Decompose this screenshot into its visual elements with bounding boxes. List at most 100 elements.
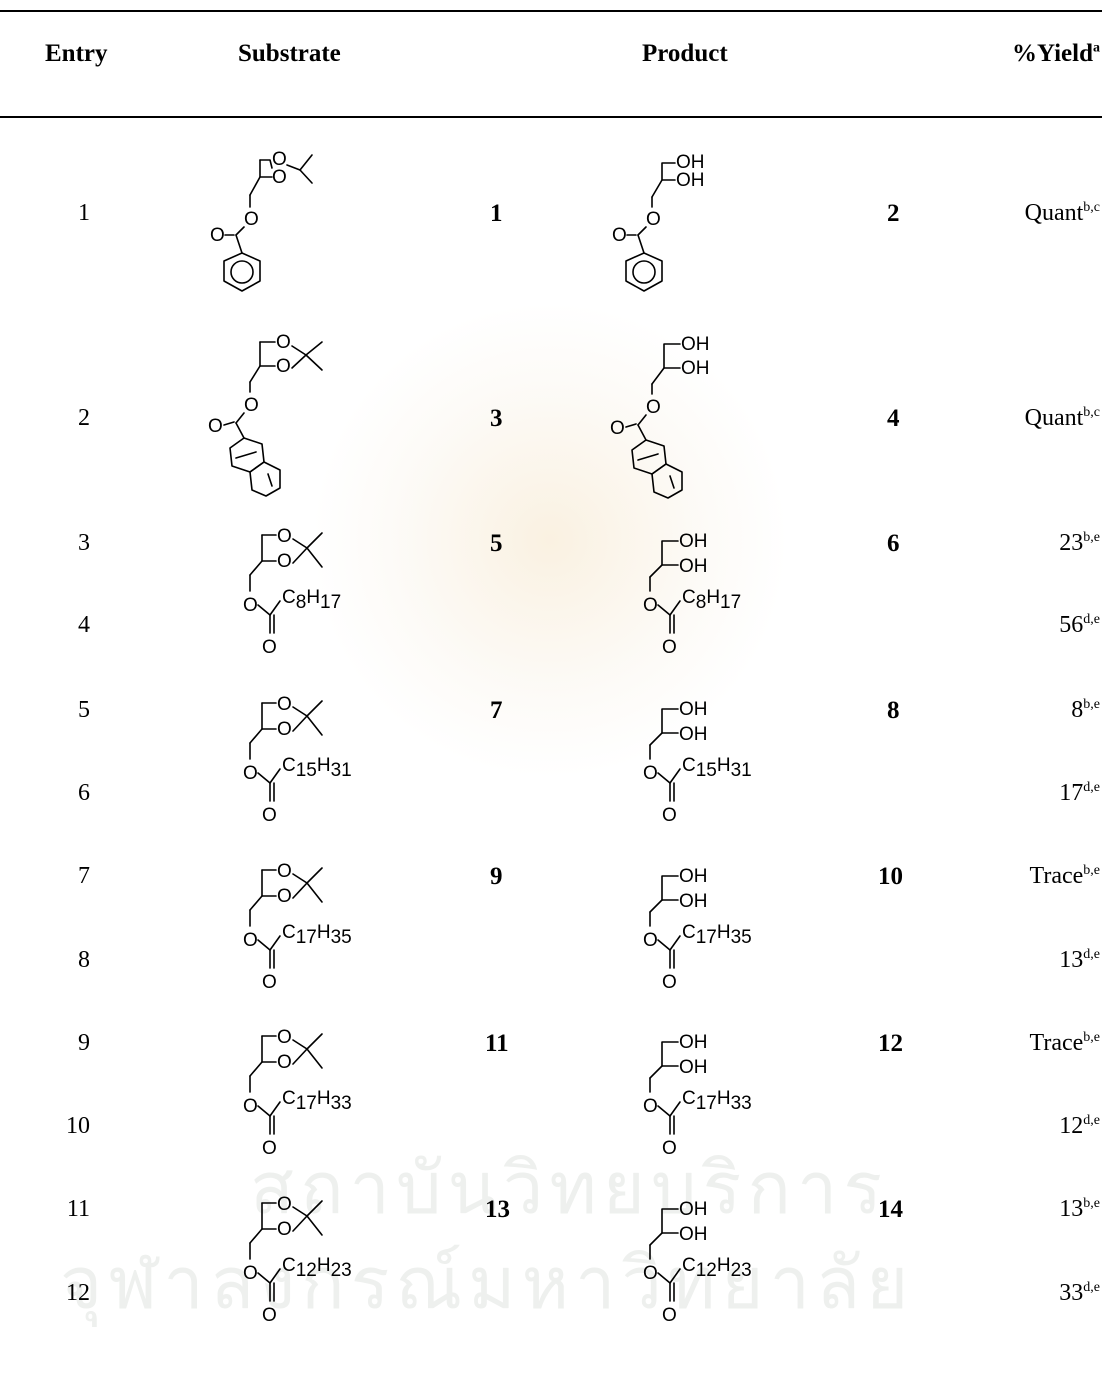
substrate-structure: O O O O xyxy=(208,332,323,497)
svg-text:O: O xyxy=(277,526,292,547)
svg-text:O: O xyxy=(243,1096,258,1117)
svg-text:OH: OH xyxy=(676,152,705,173)
svg-text:O: O xyxy=(272,149,287,170)
yield-value: Quantb,c xyxy=(1024,200,1100,226)
product-structure: OH OH O O xyxy=(610,334,710,499)
yield-value: Quantb,c xyxy=(1024,405,1100,431)
product-structure: OH OH O O C17H35 xyxy=(643,866,752,993)
svg-text:OH: OH xyxy=(681,358,710,379)
svg-text:O: O xyxy=(643,1263,658,1284)
substrate-number: 5 xyxy=(490,530,503,557)
watermark-text-1: สถาบันวิทยบริการ xyxy=(250,1149,889,1229)
svg-text:OH: OH xyxy=(679,531,708,552)
substrate-structure: O O O O C15H31 xyxy=(243,694,352,826)
svg-text:O: O xyxy=(662,1305,677,1326)
svg-text:C15H31: C15H31 xyxy=(682,755,752,781)
header-product: Product xyxy=(642,40,728,67)
svg-text:OH: OH xyxy=(679,556,708,577)
top-rule xyxy=(0,10,1102,12)
svg-text:O: O xyxy=(610,418,625,439)
svg-text:O: O xyxy=(277,861,292,882)
header-substrate: Substrate xyxy=(238,40,341,67)
substrate-number: 11 xyxy=(485,1030,509,1057)
product-structure: OH OH O O C12H23 xyxy=(643,1199,752,1326)
entry-2: 2 xyxy=(78,405,90,431)
svg-text:OH: OH xyxy=(681,334,710,355)
svg-text:C8H17: C8H17 xyxy=(682,587,741,613)
yield-value: Traceb,e xyxy=(1029,1030,1100,1056)
product-number: 6 xyxy=(887,530,900,557)
svg-text:C8H17: C8H17 xyxy=(282,587,341,613)
svg-text:C17H33: C17H33 xyxy=(282,1088,352,1114)
svg-text:O: O xyxy=(276,356,291,377)
svg-text:O: O xyxy=(244,395,259,416)
yield-value: 8b,e xyxy=(1071,697,1100,723)
svg-text:O: O xyxy=(643,763,658,784)
svg-text:OH: OH xyxy=(679,724,708,745)
entry-3: 3 xyxy=(78,530,90,556)
svg-text:O: O xyxy=(262,972,277,993)
svg-text:O: O xyxy=(646,397,661,418)
substrate-number: 3 xyxy=(490,405,503,432)
yield-value: 12d,e xyxy=(1059,1113,1100,1139)
svg-text:O: O xyxy=(662,637,677,658)
product-number: 8 xyxy=(887,697,900,724)
svg-text:O: O xyxy=(277,1194,292,1215)
product-structure: OH OH O O xyxy=(612,152,705,292)
svg-text:C17H35: C17H35 xyxy=(682,922,752,948)
product-structure: OH OH O O C15H31 xyxy=(643,699,752,826)
yield-value: 33d,e xyxy=(1059,1280,1100,1306)
substrate-structure: O O O O xyxy=(210,149,313,292)
svg-text:OH: OH xyxy=(679,1057,708,1078)
svg-text:OH: OH xyxy=(679,866,708,887)
svg-text:O: O xyxy=(646,209,661,230)
svg-text:O: O xyxy=(662,805,677,826)
entry-1: 1 xyxy=(78,200,90,226)
substrate-structure: O O O O C12H23 xyxy=(243,1194,352,1326)
svg-text:O: O xyxy=(612,225,627,246)
product-structure: OH OH O O C17H33 xyxy=(643,1032,752,1159)
svg-text:O: O xyxy=(662,972,677,993)
yield-value: 13b,e xyxy=(1059,1196,1100,1222)
entry-12: 12 xyxy=(66,1280,90,1306)
svg-text:O: O xyxy=(244,209,259,230)
entry-7: 7 xyxy=(78,863,90,889)
svg-text:OH: OH xyxy=(679,1199,708,1220)
svg-text:C15H31: C15H31 xyxy=(282,755,352,781)
product-number: 4 xyxy=(887,405,900,432)
substrate-structure: O O O O C17H35 xyxy=(243,861,352,993)
substrate-number: 13 xyxy=(485,1196,510,1223)
svg-text:C17H33: C17H33 xyxy=(682,1088,752,1114)
svg-text:OH: OH xyxy=(679,891,708,912)
entry-8: 8 xyxy=(78,947,90,973)
svg-text:C12H23: C12H23 xyxy=(682,1255,752,1281)
svg-text:O: O xyxy=(243,763,258,784)
substrate-number: 1 xyxy=(490,200,503,227)
svg-text:O: O xyxy=(643,1096,658,1117)
entry-9: 9 xyxy=(78,1030,90,1056)
yield-value: 56d,e xyxy=(1059,612,1100,638)
svg-text:O: O xyxy=(276,332,291,353)
watermark-text-2: จุฬาลงกรณ์มหาวิทยาลัย xyxy=(60,1244,915,1324)
yield-value: 23b,e xyxy=(1059,530,1100,556)
yield-value: Traceb,e xyxy=(1029,863,1100,889)
svg-text:O: O xyxy=(210,225,225,246)
svg-text:O: O xyxy=(262,1305,277,1326)
yield-value: 13d,e xyxy=(1059,947,1100,973)
svg-text:O: O xyxy=(277,886,292,907)
svg-text:OH: OH xyxy=(676,170,705,191)
svg-text:OH: OH xyxy=(679,1032,708,1053)
substrate-number: 9 xyxy=(490,863,503,890)
svg-text:O: O xyxy=(277,1027,292,1048)
svg-text:O: O xyxy=(277,551,292,572)
entry-5: 5 xyxy=(78,697,90,723)
svg-text:O: O xyxy=(643,595,658,616)
svg-text:C17H35: C17H35 xyxy=(282,922,352,948)
svg-text:OH: OH xyxy=(679,1224,708,1245)
svg-text:OH: OH xyxy=(679,699,708,720)
substrate-number: 7 xyxy=(490,697,503,724)
product-structure: OH OH O O C8H17 xyxy=(643,531,741,658)
svg-text:O: O xyxy=(262,1138,277,1159)
svg-text:O: O xyxy=(262,637,277,658)
svg-text:O: O xyxy=(243,1263,258,1284)
